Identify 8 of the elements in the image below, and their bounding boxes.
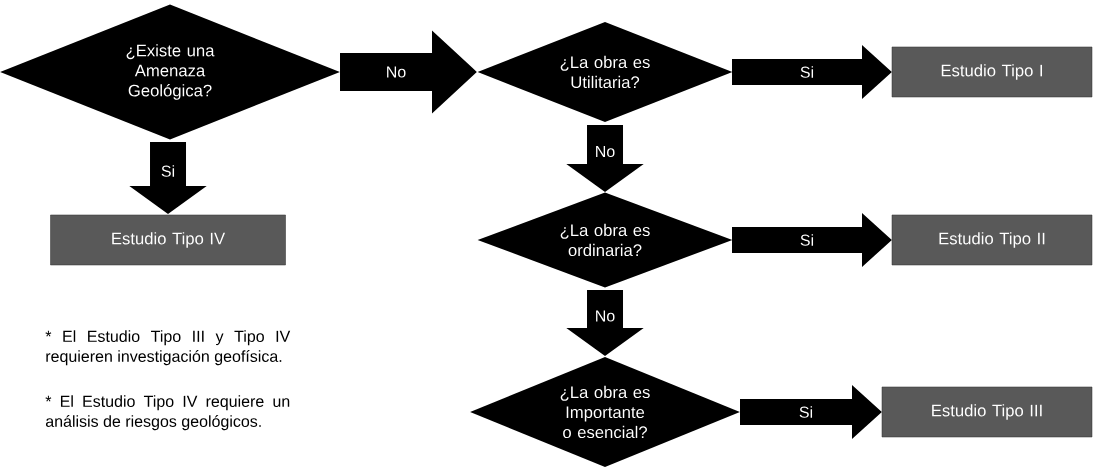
note-text: * El Estudio Tipo IV requiere un análisis de riesgos geológicos. <box>45 395 290 431</box>
note-text: * El Estudio Tipo III y Tipo IV requieren investigación geofísica. <box>45 330 291 366</box>
edge-label: No <box>593 309 617 323</box>
edge-label: No <box>384 65 408 79</box>
process-box: Estudio Tipo I <box>891 46 1093 98</box>
process-box: Estudio Tipo IV <box>50 214 286 266</box>
process-box: Estudio Tipo III <box>881 386 1093 438</box>
process-box: Estudio Tipo II <box>891 214 1093 266</box>
